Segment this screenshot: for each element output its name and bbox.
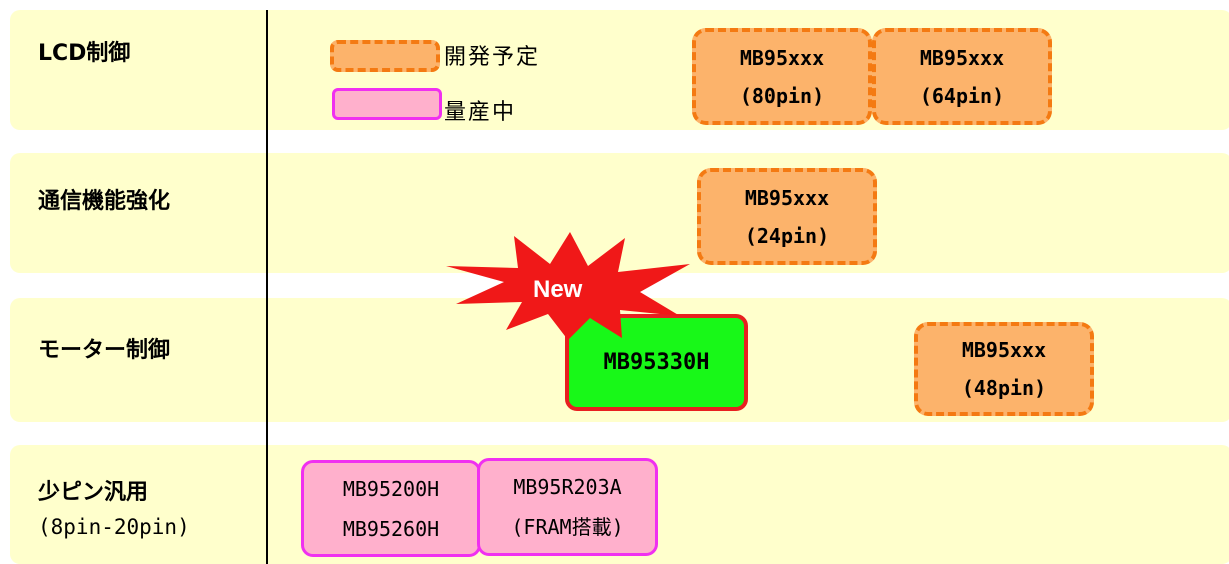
new-badge-label: New [533, 276, 583, 303]
product-box-production: MB95R203A (FRAM搭載) [477, 458, 658, 556]
product-pins: (64pin) [919, 83, 1005, 108]
row-label-few-pin: 少ピン汎用 (8pin-20pin) [38, 476, 190, 544]
product-name: MB95R203A [513, 475, 622, 499]
row-sublabel-text: (8pin-20pin) [38, 515, 190, 539]
product-box-planned: MB95xxx (80pin) [692, 28, 872, 125]
product-pins: (24pin) [744, 223, 830, 248]
row-label-text: LCD制御 [38, 41, 131, 66]
product-name: MB95xxx [961, 338, 1047, 362]
divider-line [266, 10, 268, 564]
product-name: MB95330H [603, 349, 710, 375]
product-pins: (80pin) [739, 83, 825, 108]
product-name: MB95xxx [739, 45, 825, 70]
new-starburst-icon [446, 232, 690, 340]
row-label-motor: モーター制御 [38, 334, 170, 368]
product-name: MB95xxx [744, 185, 830, 210]
product-box-production: MB95200H MB95260H [301, 460, 481, 557]
product-box-planned: MB95xxx (48pin) [914, 322, 1094, 416]
product-note: (FRAM搭載) [511, 515, 624, 539]
product-name: MB95xxx [919, 45, 1005, 70]
legend-production-swatch [332, 88, 442, 120]
product-box-planned: MB95xxx (64pin) [872, 28, 1052, 125]
product-box-planned: MB95xxx (24pin) [697, 168, 877, 265]
product-pins: (48pin) [961, 376, 1047, 400]
row-label-text: 少ピン汎用 [38, 480, 149, 505]
row-label-text: 通信機能強化 [38, 189, 171, 214]
row-label-communication: 通信機能強化 [38, 185, 170, 219]
product-name: MB95200H [342, 476, 440, 501]
product-name: MB95260H [342, 516, 440, 541]
legend-planned-label: 開発予定 [444, 45, 541, 70]
product-box-new: MB95330H [565, 314, 748, 411]
legend-planned-swatch [330, 40, 440, 72]
row-label-text: モーター制御 [38, 338, 171, 363]
legend-production-label: 量産中 [444, 100, 517, 125]
row-label-lcd: LCD制御 [38, 37, 130, 71]
